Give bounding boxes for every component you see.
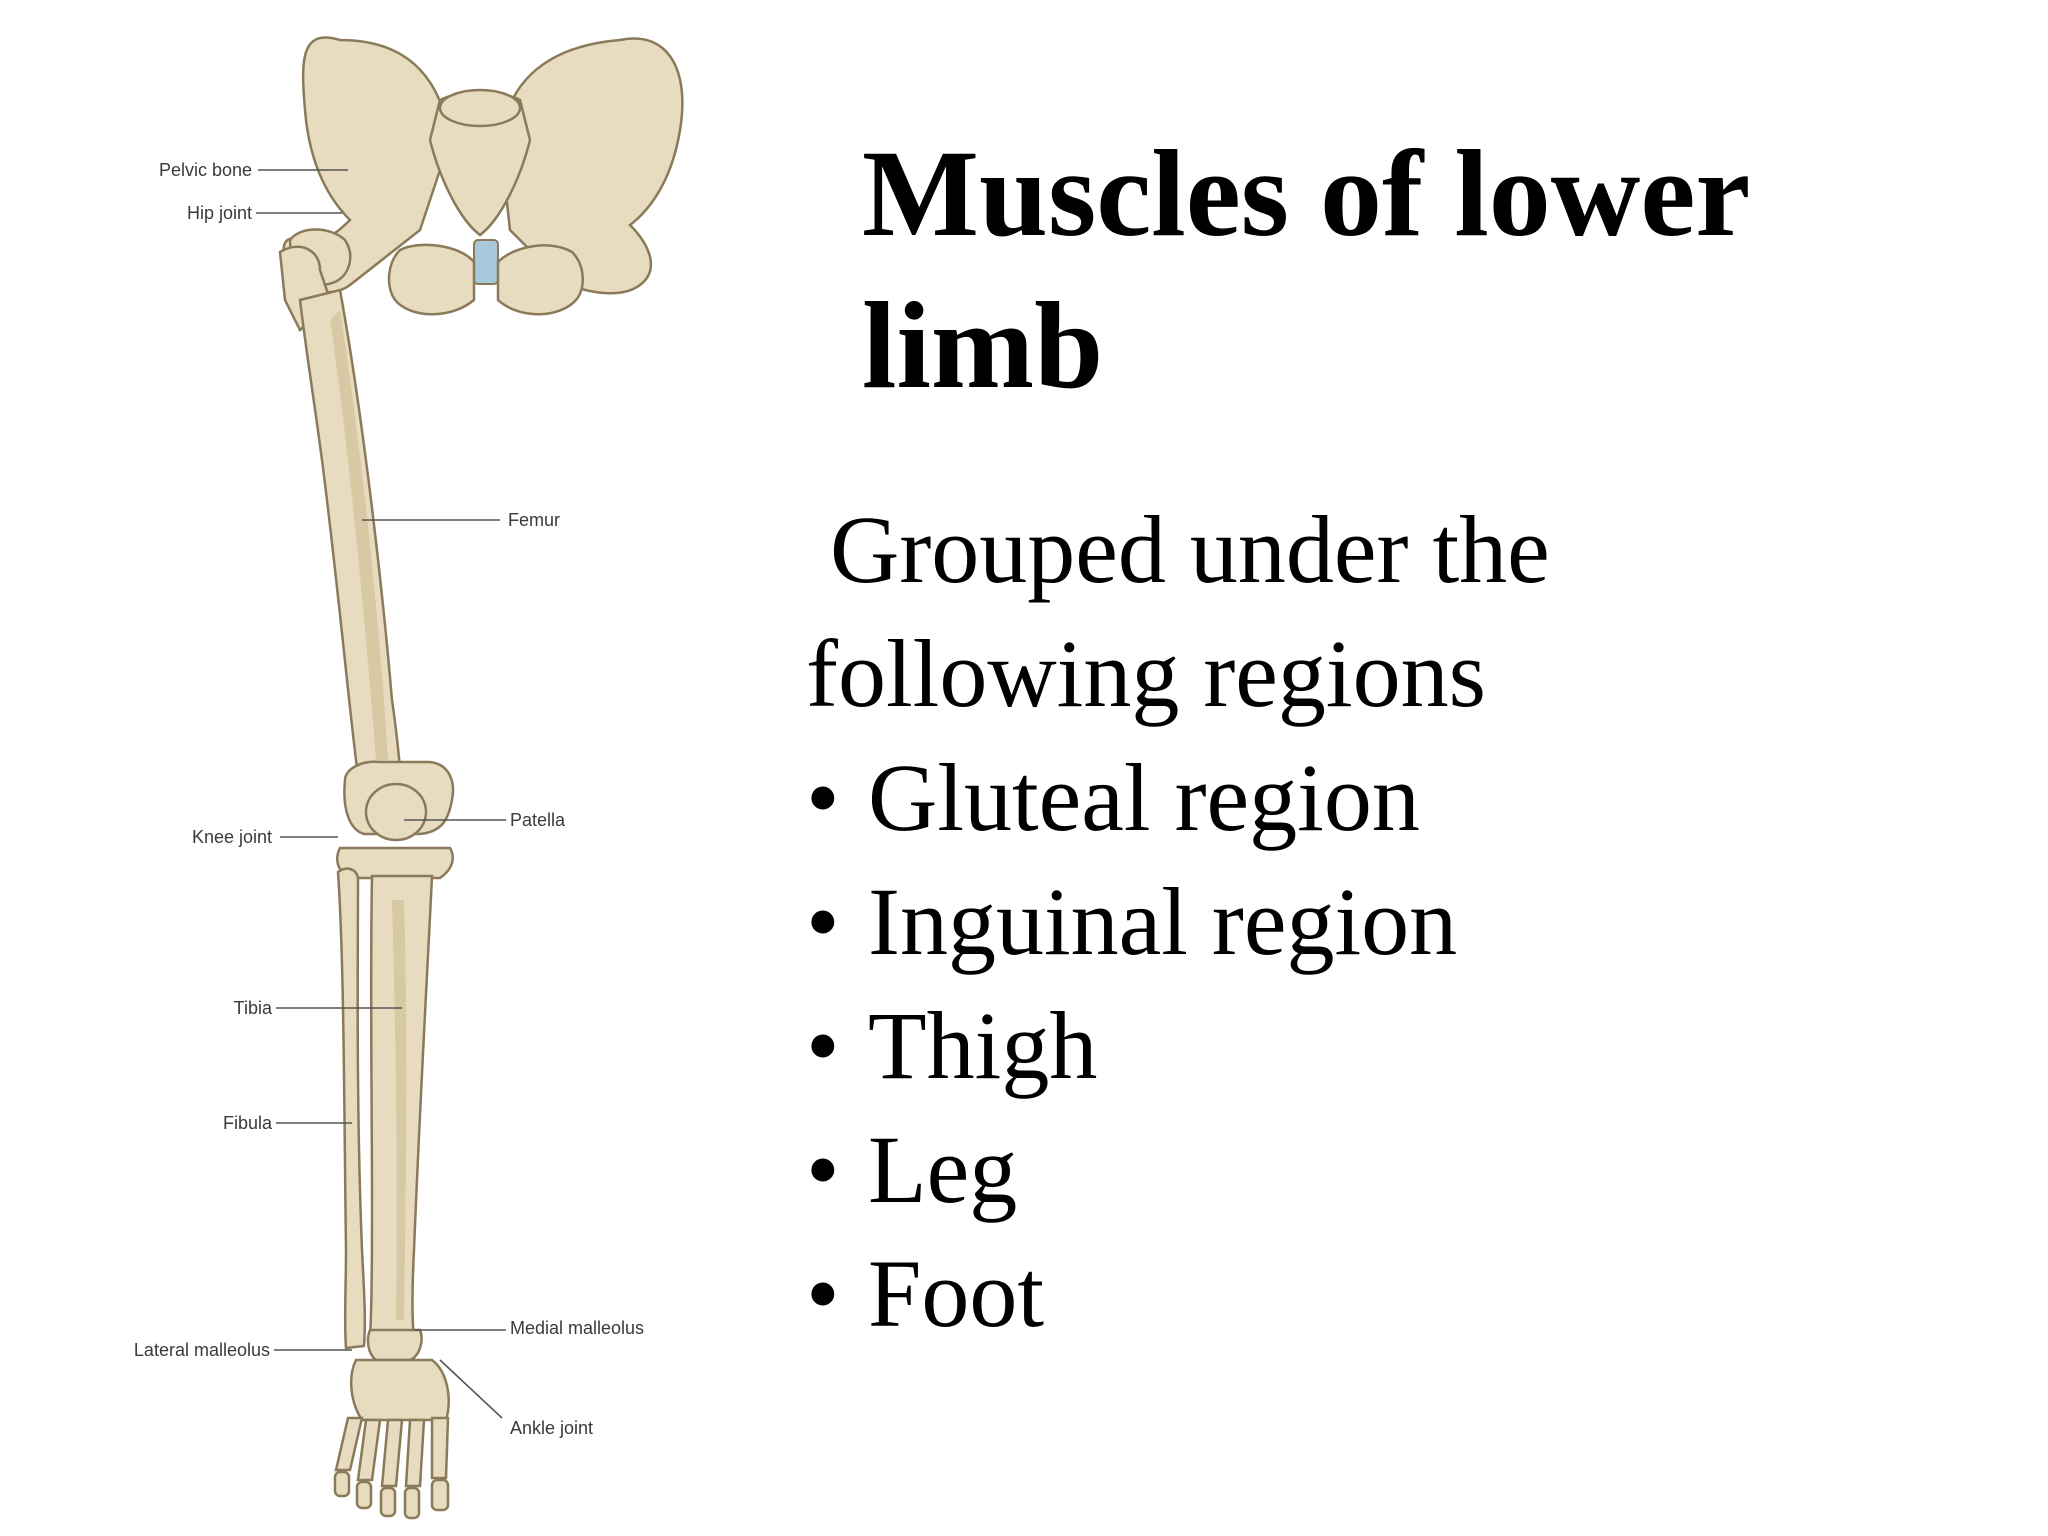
bullet-icon: • bbox=[806, 1116, 840, 1223]
toe-2 bbox=[403, 1486, 421, 1520]
metatarsal-1 bbox=[430, 1416, 450, 1480]
fibula bbox=[336, 867, 367, 1350]
femur-shaft bbox=[298, 288, 404, 792]
label-pelvic-bone: Pelvic bone bbox=[159, 160, 252, 180]
label-tibia: Tibia bbox=[234, 998, 273, 1018]
slide-body: Grouped under the following regions • Gl… bbox=[806, 488, 2006, 1356]
toe-1 bbox=[430, 1478, 450, 1512]
ankle-joint-leader bbox=[439, 1359, 503, 1419]
toe-5 bbox=[333, 1470, 351, 1498]
label-knee-joint: Knee joint bbox=[192, 827, 272, 847]
skeleton-illustration: Pelvic bone Hip joint Femur Knee joint P… bbox=[134, 36, 684, 1520]
tarsal-bones bbox=[350, 1358, 450, 1422]
label-lateral-malleolus: Lateral malleolus bbox=[134, 1340, 270, 1360]
list-item-text: Gluteal region bbox=[868, 744, 1420, 851]
toe-3 bbox=[379, 1486, 397, 1518]
metatarsal-4 bbox=[356, 1418, 382, 1482]
bullet-icon: • bbox=[806, 1240, 840, 1347]
metatarsal-5 bbox=[334, 1416, 364, 1472]
label-hip-joint: Hip joint bbox=[187, 203, 252, 223]
tibia-plateau bbox=[336, 846, 454, 880]
lower-limb-skeleton-figure: Pelvic bone Hip joint Femur Knee joint P… bbox=[0, 0, 760, 1536]
metatarsal-2 bbox=[404, 1418, 426, 1488]
intro-line-2: following regions bbox=[806, 620, 1486, 727]
label-medial-malleolus: Medial malleolus bbox=[510, 1318, 644, 1338]
label-patella: Patella bbox=[510, 810, 566, 830]
label-fibula: Fibula bbox=[223, 1113, 273, 1133]
left-pubis bbox=[387, 243, 476, 316]
list-item-text: Thigh bbox=[868, 992, 1098, 1099]
bullet-icon: • bbox=[806, 992, 840, 1099]
list-item: • Foot bbox=[806, 1232, 2006, 1356]
list-item: • Thigh bbox=[806, 984, 2006, 1108]
bullet-icon: • bbox=[806, 868, 840, 975]
metatarsal-3 bbox=[380, 1418, 404, 1488]
toe-4 bbox=[355, 1480, 373, 1510]
label-ankle-joint: Ankle joint bbox=[510, 1418, 593, 1438]
regions-list: • Gluteal region • Inguinal region • Thi… bbox=[806, 736, 2006, 1356]
list-item: • Inguinal region bbox=[806, 860, 2006, 984]
right-iliac-wing bbox=[498, 37, 684, 295]
patella bbox=[364, 782, 428, 842]
list-item-text: Leg bbox=[868, 1116, 1018, 1223]
right-pubis bbox=[496, 244, 584, 316]
pubic-symphysis bbox=[473, 239, 499, 285]
sacral-promontory bbox=[438, 88, 522, 128]
list-item-text: Foot bbox=[868, 1240, 1045, 1347]
list-item-text: Inguinal region bbox=[868, 868, 1458, 975]
intro-line-1: Grouped under the bbox=[830, 496, 1550, 603]
medial-malleolus bbox=[366, 1328, 423, 1362]
bullet-icon: • bbox=[806, 744, 840, 851]
list-item: • Gluteal region bbox=[806, 736, 2006, 860]
label-femur: Femur bbox=[508, 510, 560, 530]
list-item: • Leg bbox=[806, 1108, 2006, 1232]
slide-title: Muscles of lower limb bbox=[862, 125, 1749, 414]
